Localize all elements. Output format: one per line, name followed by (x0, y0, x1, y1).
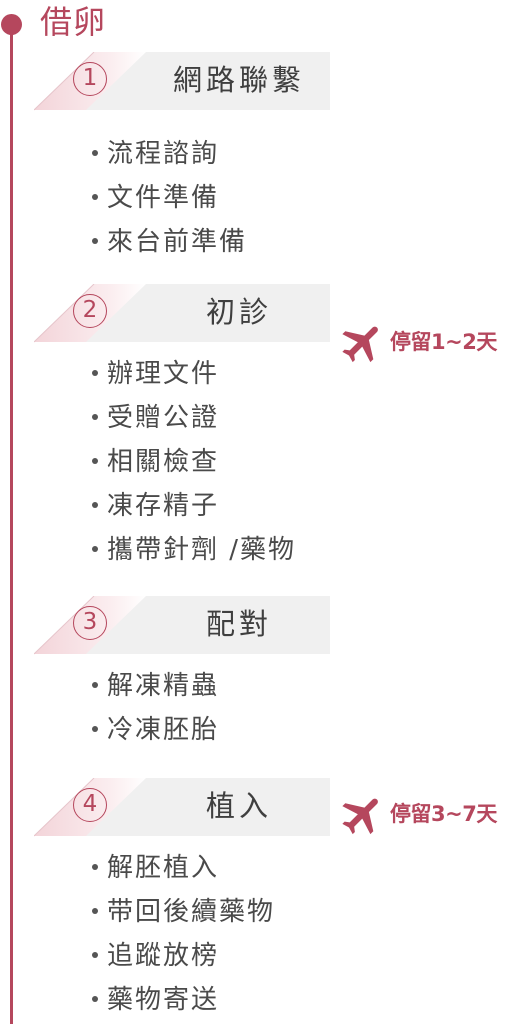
list-item: 文件準備 (92, 176, 247, 220)
timeline-dot (1, 14, 22, 35)
stay-duration-label: 停留3~7天 (390, 802, 497, 826)
step-title-4: 植入 (205, 789, 272, 823)
airplane-icon (342, 798, 378, 835)
step-title-1: 網路聯繫 (172, 63, 305, 97)
list-item: 相關檢查 (92, 440, 296, 484)
list-item: 凍存精子 (92, 484, 296, 528)
stay-duration-label: 停留1~2天 (390, 330, 497, 354)
list-item: 辦理文件 (92, 352, 296, 396)
step-list-4: 解胚植入 带回後續藥物 追蹤放榜 藥物寄送 (92, 846, 275, 1022)
list-item: 解凍精蟲 (92, 664, 219, 708)
timeline-line (10, 22, 13, 1024)
list-item: 攜帶針劑 /藥物 (92, 528, 296, 572)
page-title: 借卵 (40, 3, 107, 41)
step-list-3: 解凍精蟲 冷凍胚胎 (92, 664, 219, 752)
step-header-3: 3 配對 (34, 596, 334, 656)
list-item: 追蹤放榜 (92, 934, 275, 978)
stay-note-1: 停留1~2天 (338, 318, 518, 368)
step-list-1: 流程諮詢 文件準備 來台前準備 (92, 132, 247, 264)
list-item: 受贈公證 (92, 396, 296, 440)
list-item: 流程諮詢 (92, 132, 247, 176)
step-number-1: 1 (73, 62, 107, 96)
step-title-2: 初診 (205, 295, 272, 329)
list-item: 藥物寄送 (92, 978, 275, 1022)
step-title-3: 配對 (205, 607, 272, 641)
step-header-1: 1 網路聯繫 (34, 52, 334, 112)
step-list-2: 辦理文件 受贈公證 相關檢查 凍存精子 攜帶針劑 /藥物 (92, 352, 296, 572)
step-number-3: 3 (73, 606, 107, 640)
list-item: 解胚植入 (92, 846, 275, 890)
list-item: 冷凍胚胎 (92, 708, 219, 752)
step-header-2: 2 初診 (34, 284, 334, 344)
step-number-4: 4 (73, 788, 107, 822)
stay-note-2: 停留3~7天 (338, 790, 518, 840)
list-item: 來台前準備 (92, 220, 247, 264)
step-header-4: 4 植入 (34, 778, 334, 838)
step-number-2: 2 (73, 294, 107, 328)
airplane-icon (342, 326, 378, 363)
list-item: 带回後續藥物 (92, 890, 275, 934)
